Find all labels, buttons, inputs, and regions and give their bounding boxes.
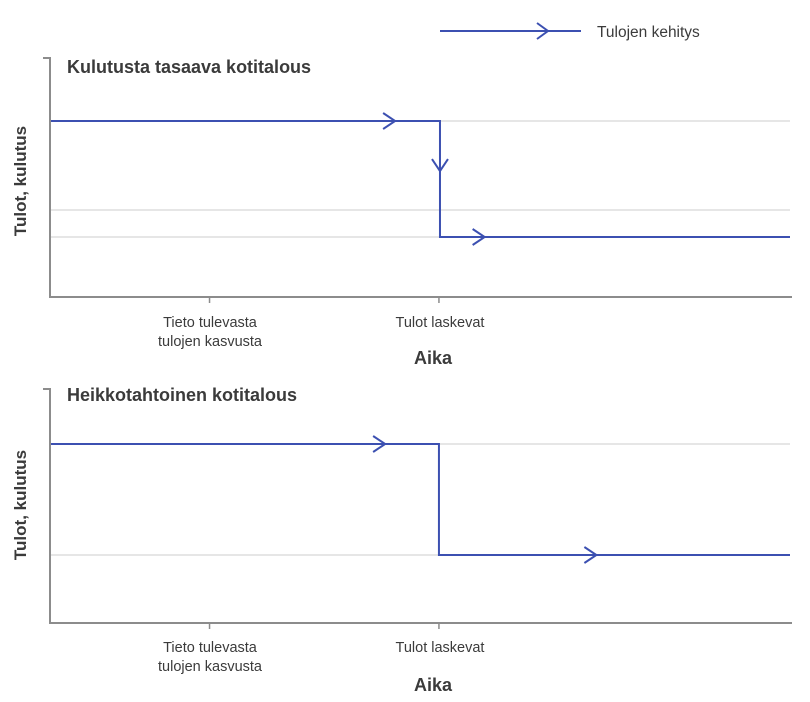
axes <box>43 388 792 629</box>
right-arrow-icon <box>472 228 487 246</box>
x-annotation: tulojen kasvusta <box>158 334 263 350</box>
x-annotation: tulojen kasvusta <box>158 659 263 675</box>
x-axis-title: Aika <box>414 675 453 695</box>
axis-line <box>43 57 792 298</box>
axis-line <box>43 388 792 624</box>
legend-label: Tulojen kehitys <box>597 24 700 41</box>
gridlines <box>50 120 790 238</box>
legend-arrow-icon <box>536 22 550 40</box>
right-arrow-icon <box>372 435 387 453</box>
x-annotation: Tulot laskevat <box>396 640 485 656</box>
right-arrow-icon <box>583 546 599 564</box>
income-line <box>50 120 790 238</box>
panel-title: Kulutusta tasaava kotitalous <box>67 57 311 77</box>
legend: Tulojen kehitys <box>440 22 700 41</box>
panel-title: Heikkotahtoinen kotitalous <box>67 385 297 405</box>
x-annotation: Tieto tulevasta <box>163 315 258 331</box>
income-path <box>50 112 790 246</box>
gridlines <box>50 443 790 556</box>
y-axis-title: Tulot, kulutus <box>11 126 30 236</box>
income-path <box>50 435 790 564</box>
panel-smoothing-household: Kulutusta tasaava kotitalous Tulot, kulu… <box>11 57 792 368</box>
x-annotation: Tieto tulevasta <box>163 640 258 656</box>
panel-weak-willed-household: Heikkotahtoinen kotitalous Tulot, kulutu… <box>11 385 792 695</box>
income-line <box>50 443 790 556</box>
axes <box>43 57 792 303</box>
x-axis-title: Aika <box>414 348 453 368</box>
right-arrow-icon <box>382 112 397 130</box>
y-axis-title: Tulot, kulutus <box>11 450 30 560</box>
x-annotation: Tulot laskevat <box>396 315 485 331</box>
down-arrow-icon <box>431 158 449 173</box>
